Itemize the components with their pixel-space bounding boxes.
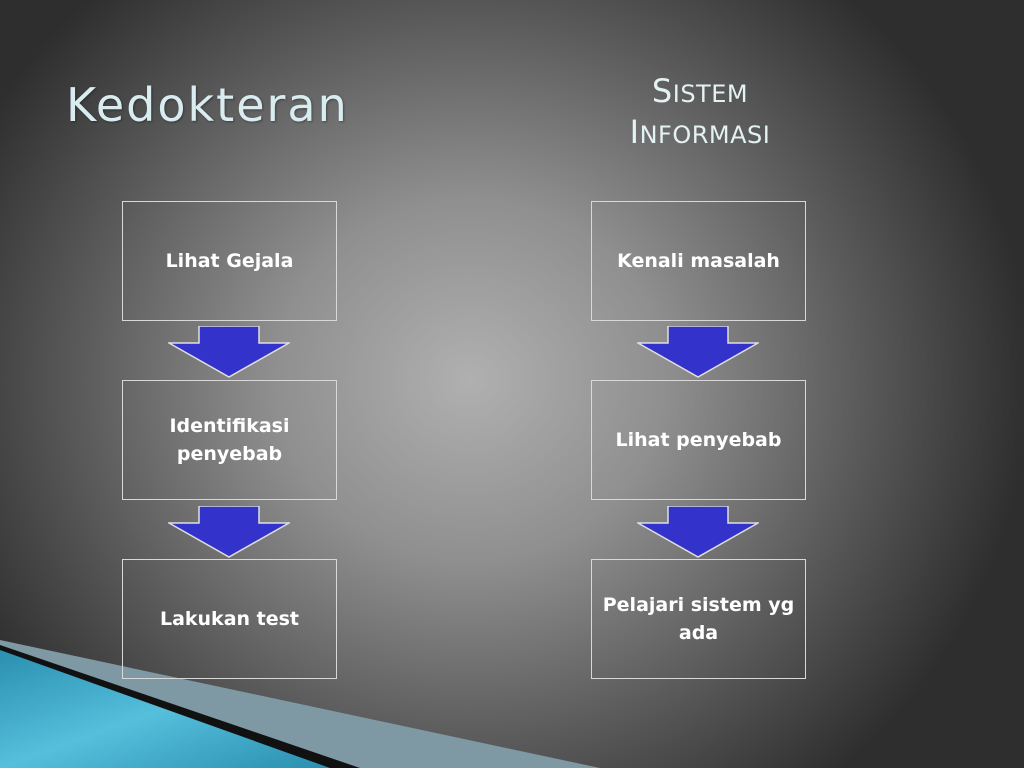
subtitle-sistem-informasi: SISTEM INFORMASI xyxy=(600,72,800,154)
down-arrow-icon xyxy=(168,506,290,558)
left-step-label: Identifikasi penyebab xyxy=(169,415,290,465)
down-arrow-icon xyxy=(168,326,290,378)
left-step-label: Lakukan test xyxy=(159,608,300,630)
right-step-label: Kenali masalah xyxy=(617,250,780,272)
left-step-box: Identifikasi penyebab xyxy=(122,380,337,500)
slide-title: Kedokteran xyxy=(66,78,349,132)
right-step-label: Pelajari sistem yg ada xyxy=(602,594,795,644)
right-step-label: Lihat penyebab xyxy=(615,429,782,451)
down-arrow-icon xyxy=(637,506,759,558)
subtitle-line-1: SISTEM xyxy=(651,72,749,110)
subtitle-line-2: INFORMASI xyxy=(629,113,771,151)
down-arrow-icon xyxy=(637,326,759,378)
right-step-box: Kenali masalah xyxy=(591,201,806,321)
left-step-box: Lihat Gejala xyxy=(122,201,337,321)
right-step-box: Lihat penyebab xyxy=(591,380,806,500)
left-step-label: Lihat Gejala xyxy=(165,250,294,272)
left-step-box: Lakukan test xyxy=(122,559,337,679)
right-step-box: Pelajari sistem yg ada xyxy=(591,559,806,679)
